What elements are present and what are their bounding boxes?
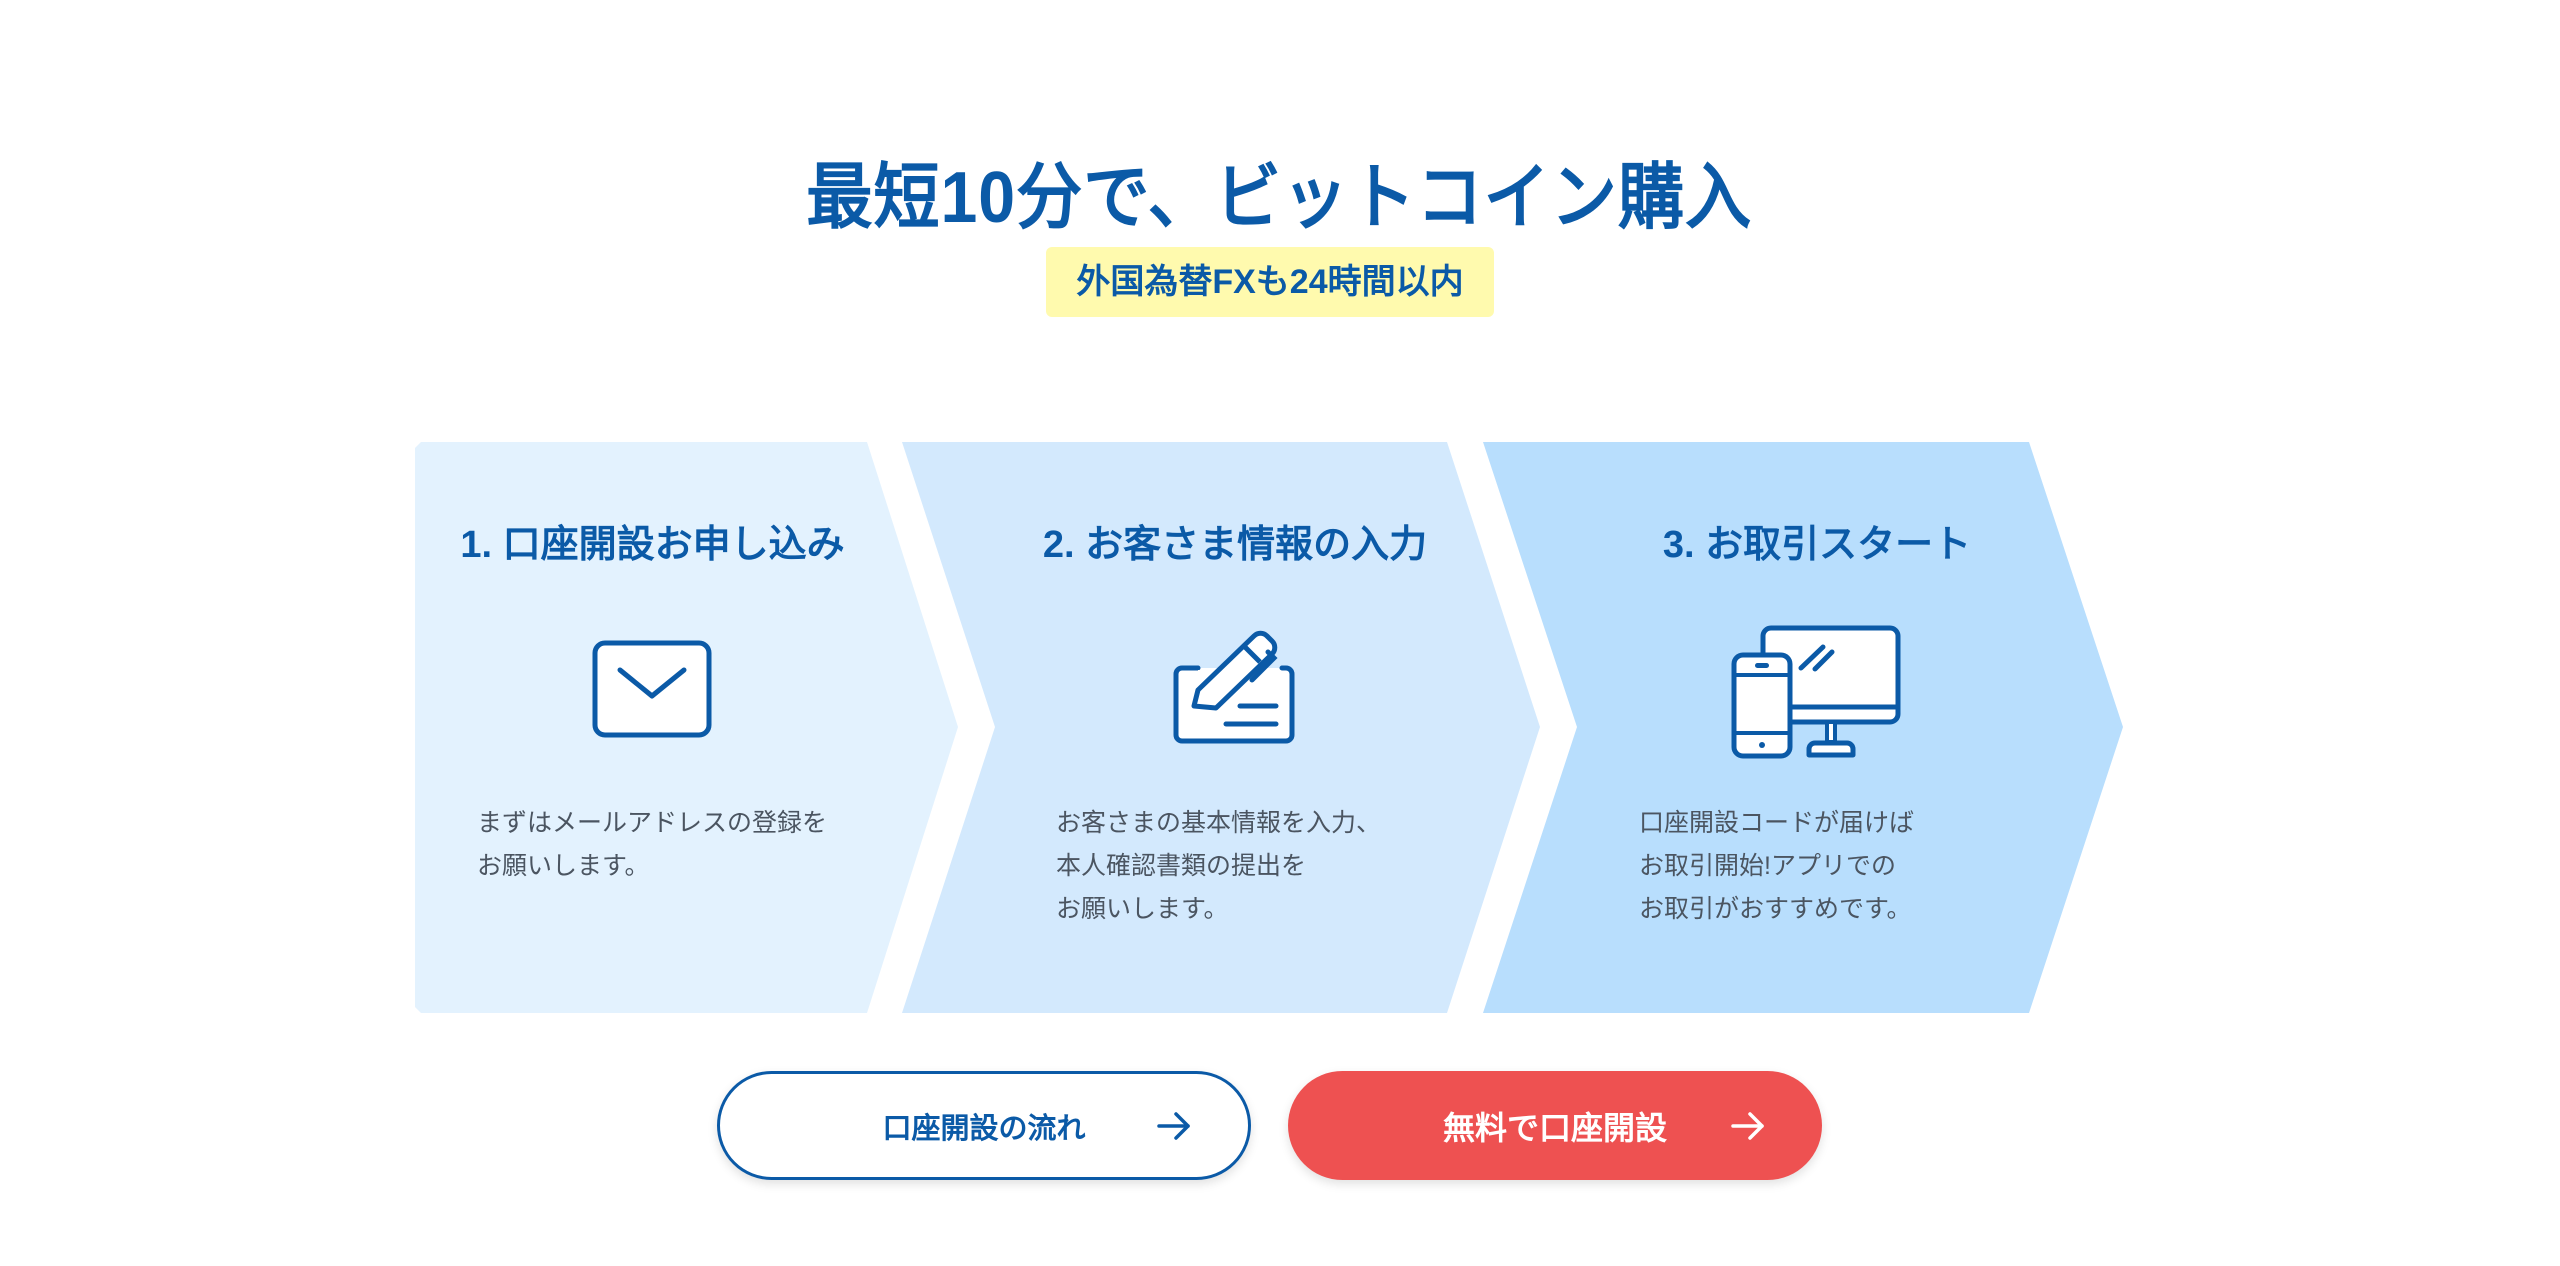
- account-opening-flow-button[interactable]: 口座開設の流れ: [717, 1071, 1251, 1180]
- step-3-desc-line: 口座開設コードが届けば: [1639, 809, 1915, 837]
- step-2: 2. お客さま情報の入力 お客さまの基本情報を入力、 本人確認書類の提出を お願…: [995, 442, 1475, 1013]
- open-account-free-label: 無料で口座開設: [1442, 1109, 1667, 1146]
- account-opening-flow-label: 口座開設の流れ: [882, 1112, 1086, 1145]
- step-1-desc-line: まずはメールアドレスの登録を: [477, 809, 828, 837]
- step-2-desc-line: お客さまの基本情報を入力、: [1056, 809, 1382, 837]
- step-1-title: 1. 口座開設お申し込み: [460, 524, 845, 566]
- step-3-description: 口座開設コードが届けば お取引開始!アプリでの お取引がおすすめです。: [1639, 802, 1914, 931]
- step-1-desc-line: お願いします。: [477, 852, 650, 880]
- page-title: 最短10分で、ビットコイン購入: [806, 158, 1753, 239]
- arrow-right-icon: [1731, 1111, 1764, 1140]
- step-3-desc-line: お取引開始!アプリでの: [1639, 852, 1896, 880]
- badge-container: 外国為替FXも24時間以内: [0, 247, 2540, 317]
- open-account-free-button[interactable]: 無料で口座開設: [1288, 1071, 1822, 1180]
- step-3-desc-line: お取引がおすすめです。: [1639, 895, 1912, 923]
- step-2-description: お客さまの基本情報を入力、 本人確認書類の提出を お願いします。: [1056, 802, 1381, 931]
- pen-form-icon: [1172, 628, 1296, 745]
- fx-badge: 外国為替FXも24時間以内: [1046, 247, 1494, 317]
- step-3-title: 3. お取引スタート: [1662, 524, 1972, 566]
- step-1-description: まずはメールアドレスの登録を お願いします。: [477, 802, 827, 888]
- step-3: 3. お取引スタート 口座開設コードが届けば お取引開始!アプリでの お取引がお…: [1577, 442, 2057, 1013]
- devices-icon: [1731, 625, 1901, 759]
- arrow-right-icon: [1157, 1111, 1190, 1140]
- step-1: 1. 口座開設お申し込み まずはメールアドレスの登録を お願いします。: [415, 442, 890, 1013]
- envelope-icon: [592, 640, 712, 738]
- step-2-desc-line: 本人確認書類の提出を: [1056, 852, 1307, 880]
- step-2-desc-line: お願いします。: [1056, 895, 1229, 923]
- step-2-title: 2. お客さま情報の入力: [1042, 524, 1428, 566]
